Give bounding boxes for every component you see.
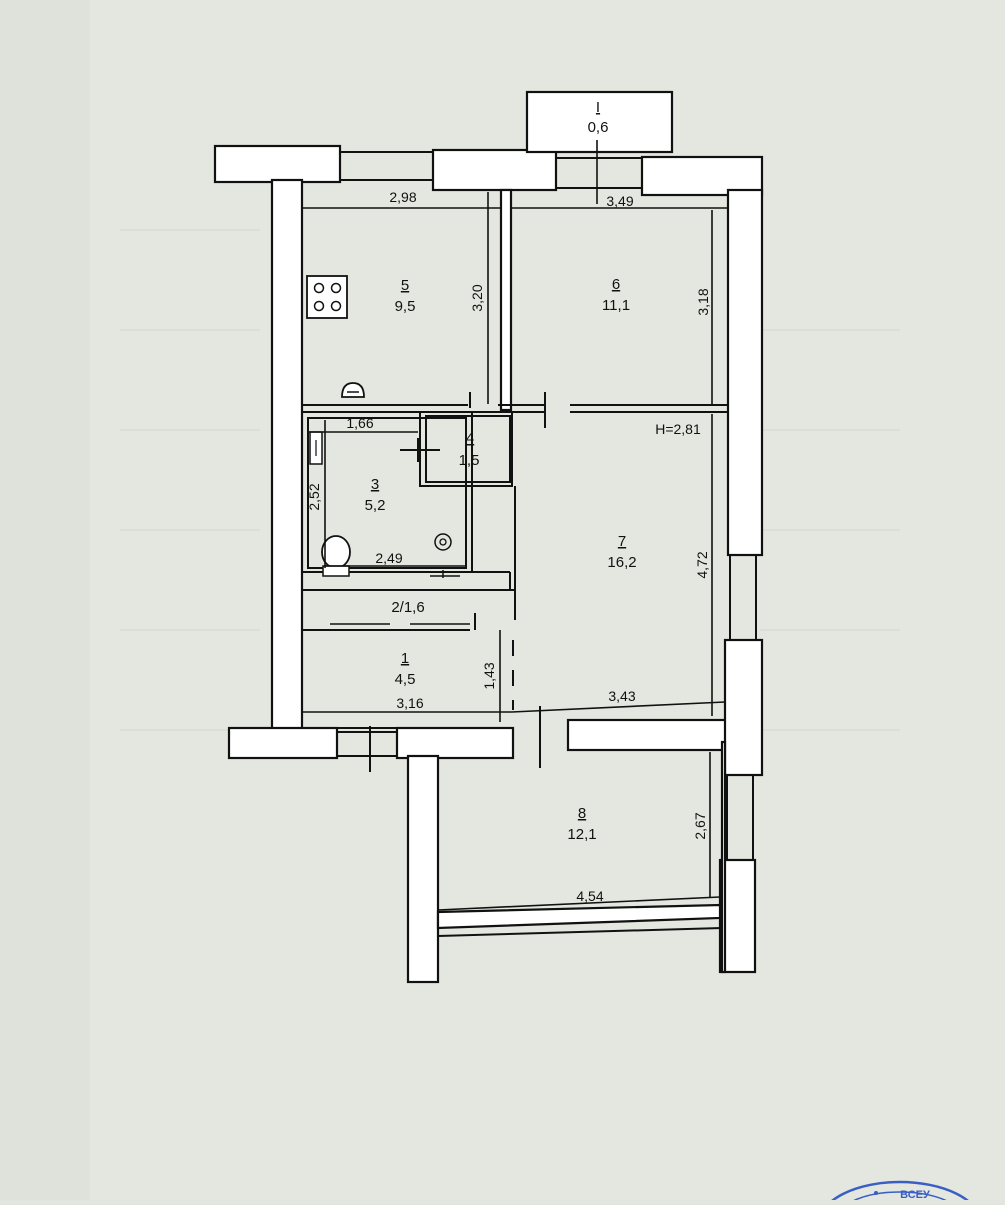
fixtures [306,275,460,578]
room-number: 1 [401,650,409,667]
room-area: 16,2 [607,554,636,571]
dimension-lines [302,140,727,911]
room-area: 9,5 [395,298,416,315]
dimension-label: 3,49 [606,193,633,209]
room-area: 1,5 [459,452,480,469]
dimension-label: 2,98 [389,189,416,205]
wall-left [270,178,304,734]
wall-bottom-right [566,718,730,752]
room-number: 3 [371,476,379,493]
wall-room8-right [720,740,727,974]
wall-top-mid [431,148,558,192]
dimension-label: 3,20 [469,284,485,311]
room-area: 5,2 [365,497,386,514]
room-number: 7 [618,533,626,550]
wall-bottom-left [227,726,339,760]
wall-5-6 [499,188,513,412]
wall-right-mid [723,638,764,777]
stamp: ВСЕУ [825,1180,975,1205]
wall-top-right [640,155,764,197]
wall-room8-left [406,754,440,984]
stamp-text: ВСЕУ [900,1189,930,1200]
room-labels: I 0,6 5 9,5 6 11,1 4 1,5 3 5,2 7 16,2 2/… [365,99,701,843]
wall-right-upper [726,188,764,557]
wall-top-left [213,144,342,184]
toilet-icon [321,535,351,577]
dimension-label: 2,49 [375,550,402,566]
dimension-label: 4,72 [694,551,710,578]
room-area: 0,6 [588,119,609,136]
balcony-outline [525,90,674,154]
room-area: 4,5 [395,671,416,688]
dimension-label: 1,43 [481,662,497,689]
dimension-label: 2,67 [692,812,708,839]
room-area: 11,1 [602,297,630,314]
wall-bottom-mid [395,726,515,760]
dimension-label: 3,18 [695,288,711,315]
paper-left-shade [0,0,90,1200]
room-number: I [596,99,600,116]
dimension-label: 4,54 [576,888,603,904]
room-number: 8 [578,805,586,822]
room-number: 5 [401,277,409,294]
room-number: 2/1,6 [391,599,424,616]
dimension-label: 2,52 [306,483,322,510]
room-number: 6 [612,276,620,293]
room-number: 4 [466,430,474,447]
partitions [301,188,728,772]
wall-room8-bottom [436,903,722,930]
dimension-label: 3,43 [608,688,635,704]
kitchen-sink-icon [341,382,365,398]
floor-drain-icon [434,533,452,551]
dimension-label: 3,16 [396,695,423,711]
ceiling-height-note: H=2,81 [655,421,701,437]
room-area: 12,1 [567,826,596,843]
background-grid [120,229,900,731]
dimension-labels: 2,98 3,49 3,20 3,18 1,66 2,52 2,49 4,72 … [306,189,711,904]
dimension-label: 1,66 [346,415,373,431]
stove-icon [306,275,348,319]
basin-icon [309,431,323,465]
